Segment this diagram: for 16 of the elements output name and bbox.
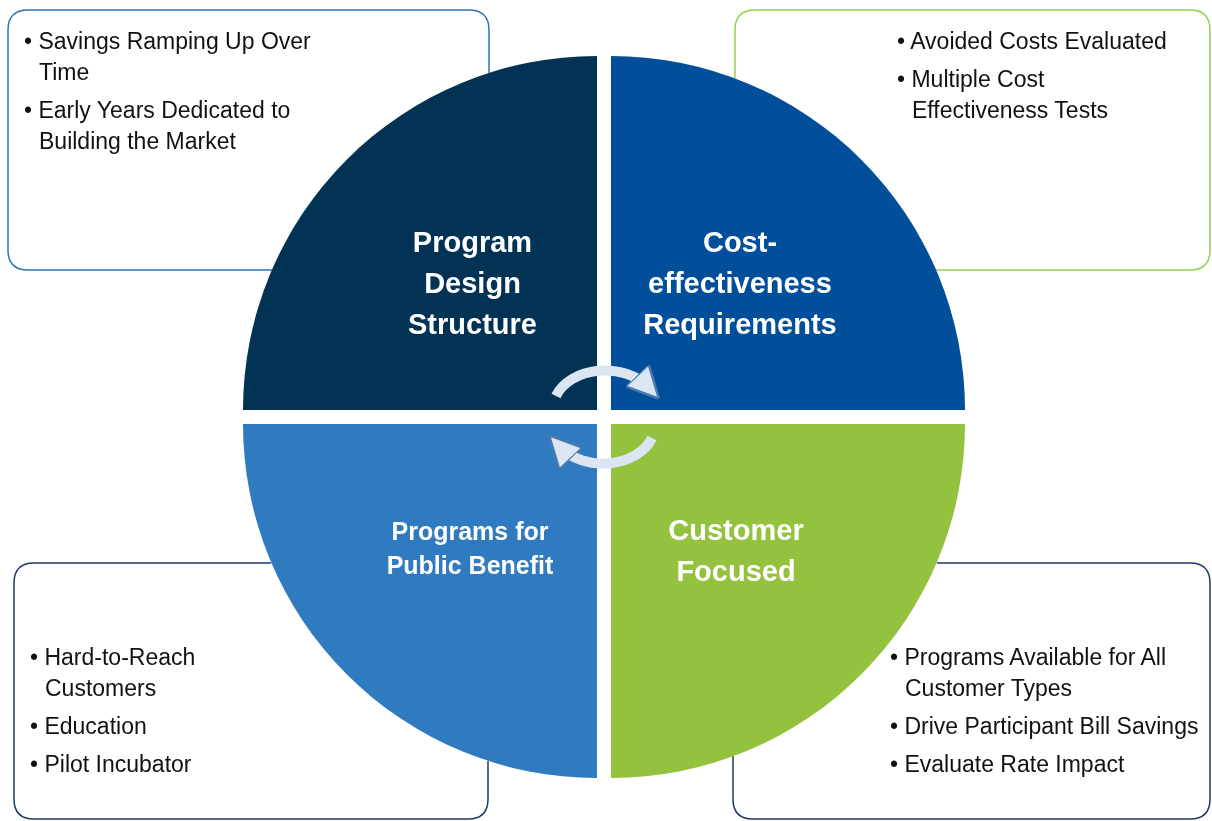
segment-title: Cost-effectiveness Requirements: [642, 225, 838, 342]
bullet-point: • Education: [30, 712, 148, 741]
curved-arrow: [547, 434, 657, 471]
bullet-point: • Multiple Cost Effectiveness Tests: [897, 65, 1110, 125]
curved-arrow: [551, 363, 661, 400]
segment-title: Program Design Structure: [407, 225, 538, 342]
segment-title: Programs for Public Benefit: [385, 516, 555, 581]
bullet-point: • Evaluate Rate Impact: [890, 750, 1126, 779]
segment-title: Customer Focused: [667, 513, 805, 589]
bullet-point: • Programs Available for All Customer Types: [890, 643, 1168, 703]
bullet-point: • Early Years Dedicated to Building the Market: [24, 96, 292, 156]
bullet-point: • Pilot Incubator: [30, 750, 193, 779]
bullet-point: • Savings Ramping Up Over Time: [24, 27, 312, 87]
bullet-point: • Avoided Costs Evaluated: [897, 27, 1168, 56]
bullet-point: • Hard-to-Reach Customers: [30, 643, 197, 703]
bullet-point: • Drive Participant Bill Savings: [890, 712, 1200, 741]
